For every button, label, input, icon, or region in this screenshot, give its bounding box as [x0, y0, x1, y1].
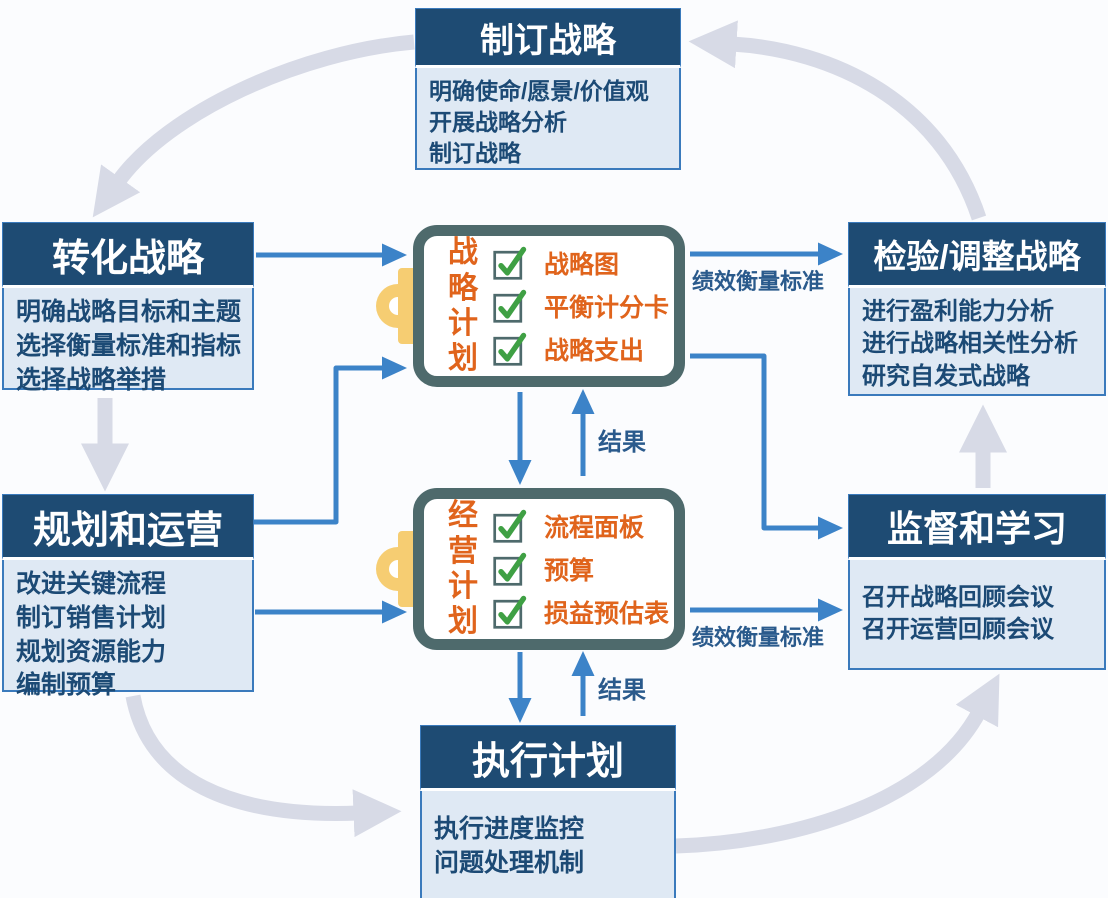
clipboard-strategic-plan: 战略计划 战略图 平衡计分卡 战略支出	[413, 225, 685, 387]
checklist: 战略图 平衡计分卡 战略支出	[492, 242, 669, 370]
checkbox-checked-icon	[493, 289, 527, 323]
arc-execute-to-monitorlearn	[675, 673, 1000, 854]
checkbox-checked-icon	[493, 332, 527, 366]
box-line: 召开运营回顾会议	[862, 616, 1054, 644]
checklist-item-label: 损益预估表	[544, 599, 670, 628]
box-line: 改进关键流程	[16, 570, 167, 598]
box-line: 制订销售计划	[16, 603, 167, 632]
box-execute-plan-body: 执行进度监控 问题处理机制	[420, 791, 676, 898]
box-translate-strategy: 转化战略 明确战略目标和主题 选择衡量标准和指标 选择战略举措	[2, 222, 254, 394]
box-plan-operations: 规划和运营 改进关键流程 制订销售计划 规划资源能力 编制预算	[2, 494, 254, 699]
box-line: 选择衡量标准和指标	[16, 331, 242, 360]
box-line: 召开战略回顾会议	[862, 584, 1054, 611]
checkbox-checked-icon	[493, 595, 527, 629]
box-monitor-learn-body: 召开战略回顾会议 召开运营回顾会议	[848, 560, 1106, 670]
box-line: 编制预算	[16, 671, 117, 700]
checkbox-checked-icon	[493, 552, 527, 586]
label-performance-measures-top: 绩效衡量标准	[692, 269, 825, 294]
checklist-item-label: 平衡计分卡	[544, 293, 670, 322]
arrow-planops-to-strategicplan	[254, 356, 407, 525]
box-line: 执行进度监控	[434, 815, 585, 843]
box-execute-plan-title: 执行计划	[420, 725, 676, 791]
checkbox-checked-icon	[493, 510, 527, 543]
checklist-item: 战略支出	[492, 331, 669, 367]
box-line: 研究自发式战略	[862, 362, 1030, 390]
checklist-item: 流程面板	[492, 508, 669, 544]
checklist-item-label: 预算	[544, 556, 595, 585]
box-formulate-strategy-title: 制订战略	[415, 8, 681, 68]
box-line: 开展战略分析	[429, 109, 567, 136]
box-line: 进行盈利能力分析	[862, 298, 1054, 325]
box-formulate-strategy: 制订战略 明确使命/愿景/价值观 开展战略分析 制订战略	[415, 8, 681, 170]
arc-testadapt-to-formulate	[688, 20, 987, 221]
box-test-adapt-strategy: 检验/调整战略 进行盈利能力分析 进行战略相关性分析 研究自发式战略	[848, 222, 1106, 396]
label-results-top: 结果	[598, 429, 646, 456]
arc-planops-to-execute	[125, 694, 402, 838]
box-plan-operations-body: 改进关键流程 制订销售计划 规划资源能力 编制预算	[2, 560, 254, 699]
checklist-item: 损益预估表	[492, 594, 669, 630]
clipboard-strategic-plan-title: 战略计划	[448, 236, 478, 376]
box-line: 制订战略	[429, 140, 521, 167]
checklist-item: 预算	[492, 551, 669, 587]
box-line: 明确使命/愿景/价值观	[429, 78, 649, 104]
checklist-item: 战略图	[492, 245, 669, 281]
box-line: 规划资源能力	[16, 637, 167, 666]
label-results-bottom: 结果	[598, 677, 646, 704]
checkbox-checked-icon	[493, 247, 527, 280]
box-line: 进行战略相关性分析	[862, 330, 1078, 358]
box-line: 明确战略目标和主题	[16, 298, 242, 326]
box-formulate-strategy-body: 明确使命/愿景/价值观 开展战略分析 制订战略	[415, 68, 681, 170]
clipboard-operating-plan: 经营计划 流程面板 预算 损益预估表	[413, 488, 685, 650]
checklist-item-label: 战略图	[544, 251, 620, 280]
box-line: 选择战略举措	[16, 365, 167, 394]
label-performance-measures-bottom: 绩效衡量标准	[692, 625, 825, 650]
box-translate-strategy-title: 转化战略	[2, 222, 254, 288]
box-monitor-learn: 监督和学习 召开战略回顾会议 召开运营回顾会议	[848, 494, 1106, 670]
box-line: 问题处理机制	[434, 848, 585, 877]
box-test-adapt-strategy-title: 检验/调整战略	[848, 222, 1106, 288]
checklist: 流程面板 预算 损益预估表	[492, 505, 669, 633]
arc-formulate-to-translate	[92, 34, 415, 218]
box-monitor-learn-title: 监督和学习	[848, 494, 1106, 560]
checklist-item: 平衡计分卡	[492, 288, 669, 324]
arrow-strategicplan-to-monitorlearn	[690, 353, 843, 540]
box-translate-strategy-body: 明确战略目标和主题 选择衡量标准和指标 选择战略举措	[2, 288, 254, 394]
clipboard-operating-plan-title: 经营计划	[448, 499, 478, 639]
box-execute-plan: 执行计划 执行进度监控 问题处理机制	[420, 725, 676, 898]
box-test-adapt-strategy-body: 进行盈利能力分析 进行战略相关性分析 研究自发式战略	[848, 288, 1106, 396]
checklist-item-label: 战略支出	[544, 336, 645, 365]
checklist-item-label: 流程面板	[544, 514, 645, 543]
box-plan-operations-title: 规划和运营	[2, 494, 254, 560]
